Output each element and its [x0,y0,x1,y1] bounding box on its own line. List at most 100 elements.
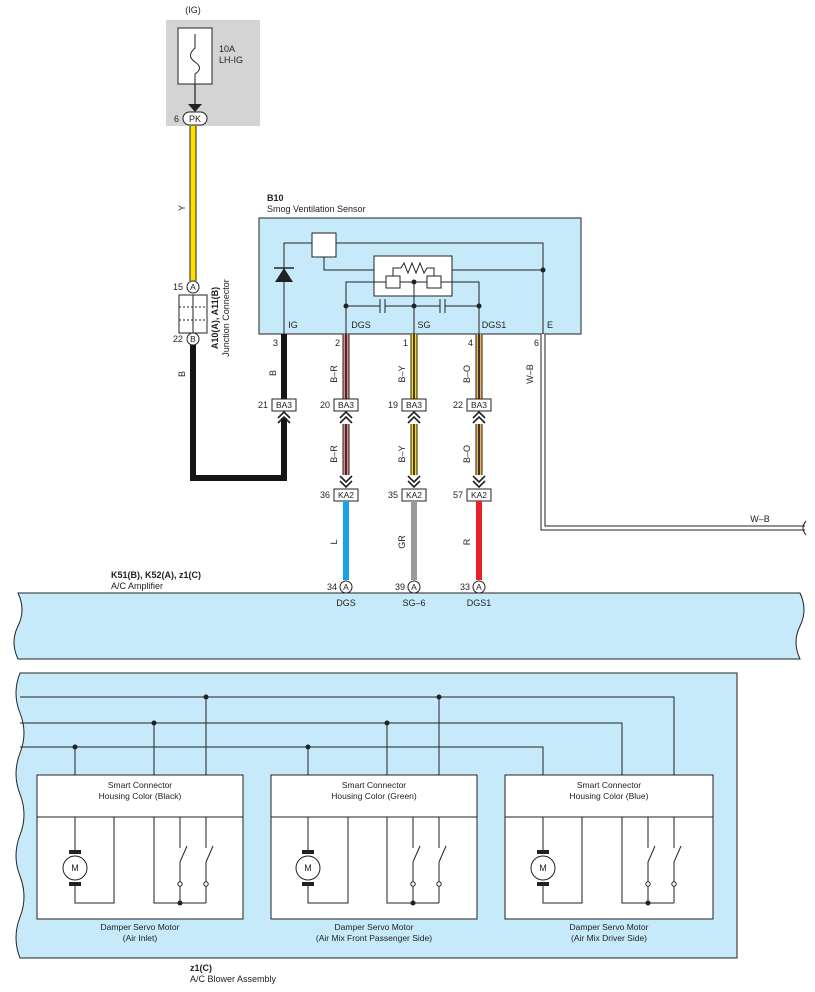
amplifier-pin-number-dgs1: 33 [460,582,470,592]
amplifier-pin-dgs: A [339,580,353,594]
fuse-symbol [190,34,200,84]
servo-motor-air-mix-front-passenger: Smart Connector Housing Color (Green) M … [270,774,478,943]
svg-text:BA3: BA3 [471,400,487,410]
svg-text:(Air Mix Front Passenger Side): (Air Mix Front Passenger Side) [316,933,432,943]
svg-text:BA3: BA3 [406,400,422,410]
blower-bus-nodes [72,694,442,750]
svg-text:Smart Connector: Smart Connector [342,780,406,790]
sensor-node-2 [343,303,349,309]
sensor-terminal-ig: IG [288,320,298,330]
pk-code: PK [189,114,201,124]
svg-text:A: A [343,582,349,592]
motor-icon [62,855,88,881]
fuse-name: LH-IG [219,55,243,65]
svg-text:BA3: BA3 [338,400,354,410]
ba3-connector-dgs: BA3 [333,398,359,412]
sensor-diode-icon [275,268,293,282]
junction-pin-b-number: 22 [173,334,183,344]
svg-text:KA2: KA2 [406,490,422,500]
sensor-pin-dgs1: 4 [468,338,473,348]
svg-text:Damper Servo Motor: Damper Servo Motor [570,922,649,932]
sensor-internal-circuit [283,232,544,334]
servo-motor-air-mix-driver: Smart Connector Housing Color (Blue) M D… [504,774,714,943]
wire-wb [540,334,805,531]
wire-label-by-mid: B–Y [397,445,407,462]
blower-bus-lines [20,696,675,775]
amplifier-code: K51(B), K52(A), z1(C) [111,570,201,580]
wire-label-bo-mid: B–O [462,445,472,463]
svg-text:Housing Color (Blue): Housing Color (Blue) [570,791,649,801]
ba3-pin-dgs: 20 [320,400,330,410]
ba3-pin-sg: 19 [388,400,398,410]
wire-label-b-junction: B [177,371,187,377]
ba3-pin-dgs1: 22 [453,400,463,410]
svg-text:M: M [71,863,79,873]
ig-label: (IG) [185,5,201,15]
sensor-name: Smog Ventilation Sensor [267,204,366,214]
sensor-node-1 [540,267,546,273]
wire-label-r: R [462,538,472,545]
fuse-arrow [188,104,202,112]
ka2-pin-sg: 35 [388,490,398,500]
sensor-node-5 [411,303,417,309]
ka2-pin-dgs1: 57 [453,490,463,500]
amplifier-box [13,592,805,660]
sensor-terminal-dgs: DGS [351,320,371,330]
svg-text:Housing Color (Black): Housing Color (Black) [99,791,182,801]
amplifier-terminal-dgs1: DGS1 [467,598,492,608]
svg-text:Damper Servo Motor: Damper Servo Motor [335,922,414,932]
sensor-node-3 [476,303,482,309]
pk-connector [182,111,208,126]
svg-text:M: M [539,863,547,873]
wire-label-y: Y [177,205,187,211]
svg-text:KA2: KA2 [338,490,354,500]
motor-icon [530,855,556,881]
wire-label-br-mid: B–R [329,445,339,463]
sensor-code: B10 [267,193,284,203]
ka2-pin-dgs: 36 [320,490,330,500]
ka2-connector-sg: KA2 [401,488,427,502]
wire-label-bo-top: B–O [462,365,472,383]
fuse-amp: 10A [219,44,235,54]
junction-pin-a [186,280,200,294]
ba3-connector-sg: BA3 [401,398,427,412]
wire-label-by-top: B–Y [397,365,407,382]
wire-wb-break [802,520,807,536]
wire-wb-fill [541,334,805,530]
amplifier-pin-number-sg: 39 [395,582,405,592]
sensor-terminal-sg: SG [417,320,430,330]
svg-text:Smart Connector: Smart Connector [577,780,641,790]
svg-text:Smart Connector: Smart Connector [108,780,172,790]
svg-text:Housing Color (Green): Housing Color (Green) [331,791,417,801]
wire-label-wb-horiz: W–B [750,514,770,524]
ba3-connector-dgs1: BA3 [466,398,492,412]
sensor-node-4 [411,279,417,285]
svg-text:A: A [411,582,417,592]
sensor-terminal-e: E [547,320,553,330]
sensor-terminal-dgs1: DGS1 [482,320,507,330]
wire-label-b-ig: B [268,370,278,376]
junction-code: A10(A), A11(B) [210,287,220,349]
amplifier-name: A/C Amplifier [111,581,163,591]
amplifier-pin-number-dgs: 34 [327,582,337,592]
svg-text:Damper Servo Motor: Damper Servo Motor [101,922,180,932]
wire-label-gr: GR [397,535,407,549]
svg-text:(Air Inlet): (Air Inlet) [123,933,158,943]
svg-text:KA2: KA2 [471,490,487,500]
svg-text:M: M [304,863,312,873]
sensor-pin-ig: 3 [273,338,278,348]
junction-pin-b-code: B [190,334,196,344]
ba3-connector-ig: BA3 [271,398,297,412]
ka2-connector-dgs: KA2 [333,488,359,502]
servo-motor-air-inlet: Smart Connector Housing Color (Black) M … [36,774,244,943]
junction-pin-a-number: 15 [173,282,183,292]
connector-chevrons [277,410,486,489]
wire-b-junction [190,345,287,481]
sensor-pin-e: 6 [534,338,539,348]
junction-name: Junction Connector [221,279,231,357]
svg-text:A: A [476,582,482,592]
wire-label-br-top: B–R [329,365,339,383]
wire-label-wb-vert: W–B [525,364,535,384]
sensor-pin-dgs: 2 [335,338,340,348]
